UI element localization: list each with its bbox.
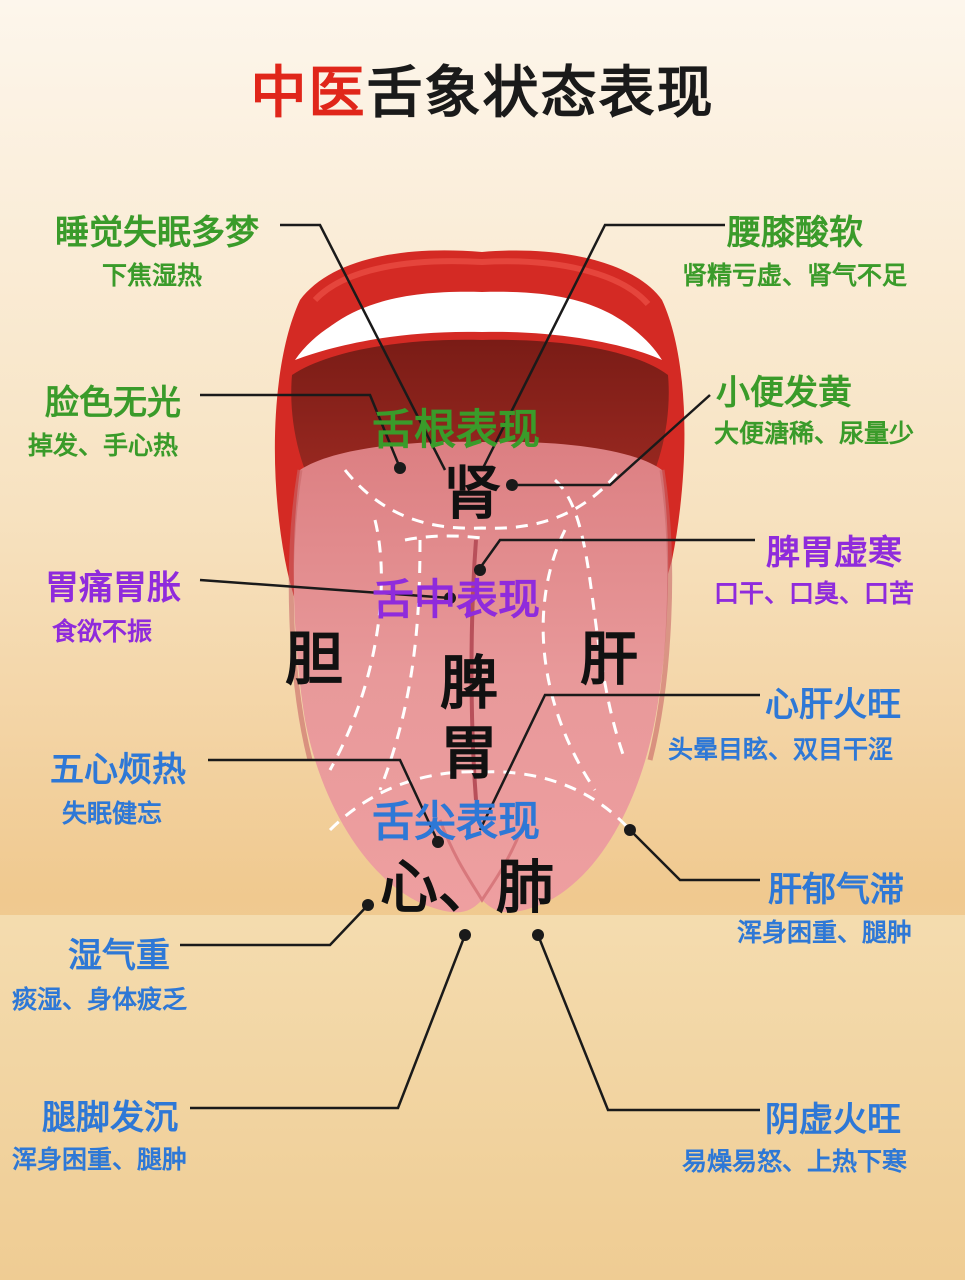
label-damp-sub: 痰湿、身体疲乏 bbox=[12, 985, 188, 1014]
tip-boundary bbox=[328, 770, 632, 832]
region-root-label: 舌根表现 bbox=[372, 405, 541, 454]
dot-urine bbox=[506, 479, 518, 491]
label-five-heart-sub: 失眠健忘 bbox=[62, 799, 163, 828]
label-waist-main: 腰膝酸软 bbox=[727, 213, 863, 253]
label-liver-qi-main: 肝郁气滞 bbox=[768, 870, 904, 910]
label-stomach-sub: 食欲不振 bbox=[52, 617, 153, 646]
leader-face bbox=[200, 393, 402, 469]
label-sleep-sub: 下焦湿热 bbox=[102, 261, 203, 290]
label-spleen-main: 脾胃虚寒 bbox=[766, 533, 902, 573]
organ-liver: 肝 bbox=[580, 625, 639, 693]
tongue-groove bbox=[469, 539, 478, 801]
label-liver-qi-sub: 浑身困重、腿肿 bbox=[737, 918, 913, 947]
leader-stomach bbox=[199, 578, 451, 600]
label-legs-sub: 浑身困重、腿肿 bbox=[12, 1145, 188, 1174]
label-damp-main: 湿气重 bbox=[68, 936, 170, 976]
leader-lines bbox=[180, 223, 760, 1112]
right-outer-boundary bbox=[554, 478, 627, 761]
organ-gallbladder: 胆 bbox=[285, 625, 344, 693]
dot-liver-qi bbox=[624, 824, 636, 836]
teeth-upper bbox=[300, 291, 660, 358]
label-five-heart-main: 五心烦热 bbox=[50, 750, 186, 790]
label-face-main: 脸色无光 bbox=[45, 383, 181, 423]
dot-damp bbox=[362, 899, 374, 911]
region-middle-label: 舌中表现 bbox=[372, 575, 541, 624]
tongue-left-shadow bbox=[288, 469, 313, 761]
lip-highlight bbox=[312, 258, 651, 307]
right-inner-boundary bbox=[541, 529, 597, 791]
organ-stomach: 胃 bbox=[440, 719, 499, 787]
leader-yin bbox=[536, 934, 760, 1112]
dot-yin bbox=[532, 929, 544, 941]
label-spleen-sub: 口干、口臭、口苦 bbox=[714, 579, 915, 608]
organ-spleen: 脾 bbox=[440, 649, 499, 717]
tongue-tip-cleft bbox=[438, 819, 527, 903]
leader-sleep bbox=[280, 223, 447, 471]
label-yin-main: 阴虚火旺 bbox=[765, 1100, 901, 1140]
tongue bbox=[293, 441, 669, 913]
label-legs-main: 腿脚发沉 bbox=[42, 1098, 178, 1138]
leader-spleen bbox=[478, 538, 755, 569]
label-stomach-main: 胃痛胃胀 bbox=[45, 568, 181, 608]
label-waist-sub: 肾精亏虚、肾气不足 bbox=[682, 261, 908, 290]
label-sleep-main: 睡觉失眠多梦 bbox=[55, 213, 259, 253]
dot-legs bbox=[459, 929, 471, 941]
leader-damp bbox=[180, 904, 369, 947]
leader-urine bbox=[512, 394, 711, 487]
region-dividers bbox=[328, 469, 632, 832]
label-heart-liver-sub: 头晕目眩、双目干涩 bbox=[668, 735, 894, 764]
dot-stomach bbox=[444, 592, 456, 604]
tongue-right-shadow bbox=[647, 469, 673, 761]
organ-kidney: 肾 bbox=[443, 459, 502, 527]
dot-five-heart bbox=[432, 836, 444, 848]
label-urine-main: 小便发黄 bbox=[716, 373, 852, 413]
left-inner-boundary bbox=[378, 539, 422, 791]
dot-face bbox=[394, 462, 406, 474]
marker-dots bbox=[362, 462, 636, 941]
label-face-sub: 掉发、手心热 bbox=[28, 431, 179, 460]
leader-liver-qi bbox=[629, 829, 760, 882]
label-yin-sub: 易燥易怒、上热下寒 bbox=[682, 1147, 908, 1176]
background-band bbox=[0, 915, 965, 1280]
label-urine-sub: 大便溏稀、尿量少 bbox=[714, 419, 915, 448]
leader-heart-liver bbox=[478, 693, 760, 831]
root-boundary bbox=[343, 469, 622, 530]
label-heart-liver-main: 心肝火旺 bbox=[765, 685, 901, 725]
organ-heart-lung: 心、肺 bbox=[380, 853, 555, 921]
leader-legs bbox=[190, 934, 467, 1110]
left-outer-boundary bbox=[328, 519, 383, 771]
middle-left-boundary bbox=[404, 534, 483, 542]
title-highlight: 中医 bbox=[250, 61, 367, 126]
leader-waist bbox=[480, 223, 725, 471]
page-title: 中医舌象状态表现 bbox=[0, 48, 965, 129]
dot-spleen bbox=[474, 564, 486, 576]
leader-five-heart bbox=[208, 758, 440, 843]
region-tip-label: 舌尖表现 bbox=[372, 797, 541, 846]
title-rest: 舌象状态表现 bbox=[366, 61, 715, 126]
